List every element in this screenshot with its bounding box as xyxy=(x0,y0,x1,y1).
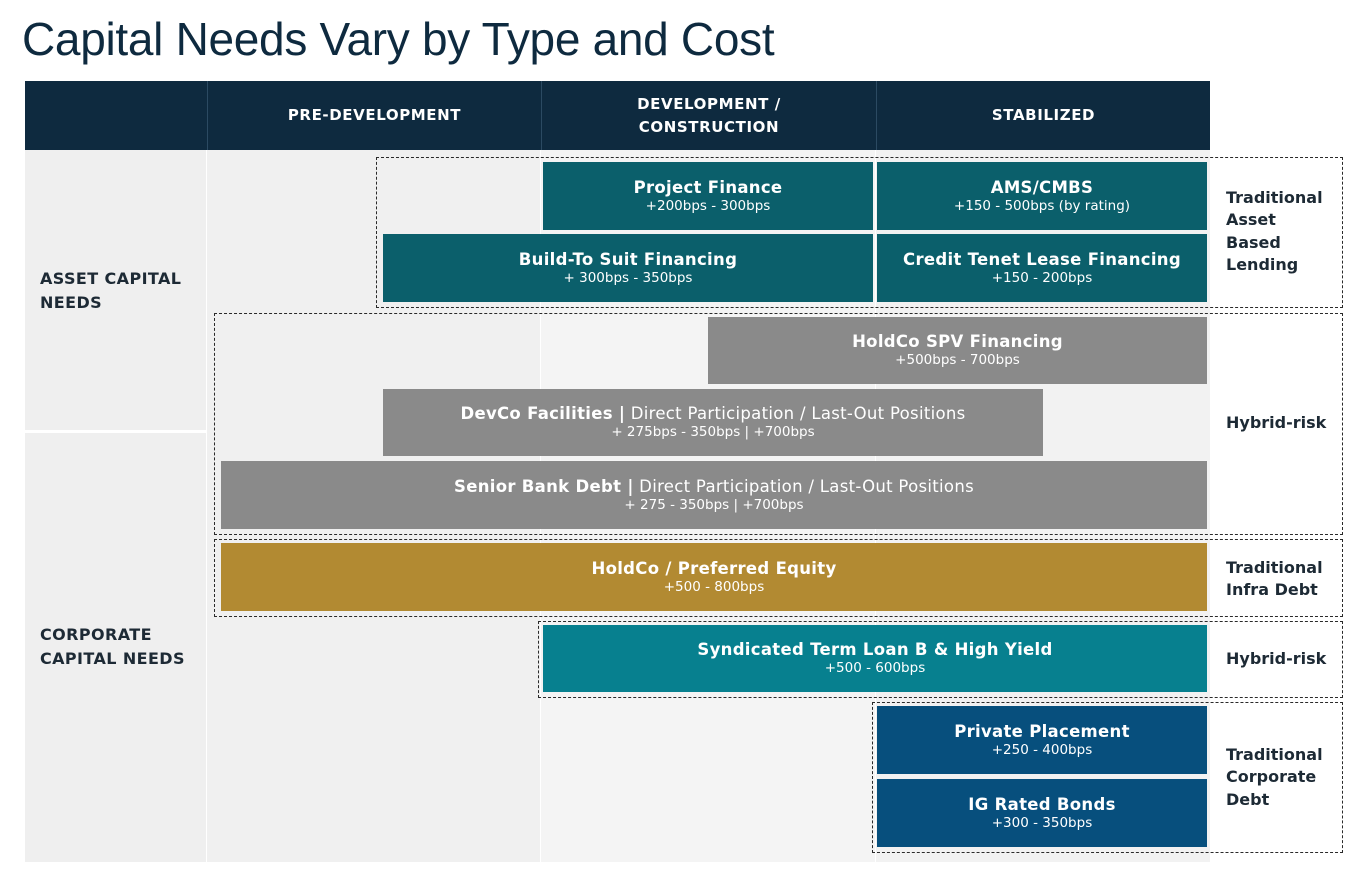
bar-rate: +150 - 500bps (by rating) xyxy=(953,197,1131,214)
bar-rate: +200bps - 300bps xyxy=(645,197,771,214)
group-outline-traditional-asset xyxy=(376,157,1343,308)
bar-title: Build-To Suit Financing xyxy=(518,249,738,269)
bar-project-finance: Project Finance +200bps - 300bps xyxy=(543,162,873,230)
page-title: Capital Needs Vary by Type and Cost xyxy=(22,13,775,65)
group-outline-traditional-corporate xyxy=(872,702,1343,853)
group-outline-hybrid-risk-2 xyxy=(538,621,1343,698)
bar-ams-cmbs: AMS/CMBS +150 - 500bps (by rating) xyxy=(877,162,1207,230)
category-traditional-infra-debt: Traditional Infra Debt xyxy=(1226,558,1323,600)
bar-title: HoldCo SPV Financing xyxy=(852,332,1063,351)
category-traditional-asset-based-lending: Traditional Asset Based Lending xyxy=(1226,188,1323,275)
row-label-asset-capital-needs: ASSET CAPITAL NEEDS xyxy=(40,269,182,312)
bar-credit-tenet-lease: Credit Tenet Lease Financing +150 - 200b… xyxy=(877,234,1207,302)
bar-ig-rated-bonds: IG Rated Bonds +300 - 350bps xyxy=(877,779,1207,847)
bar-rate: + 300bps - 350bps xyxy=(563,269,693,286)
bar-rate: + 275bps - 350bps | +700bps xyxy=(611,424,815,441)
row-label-column-bg xyxy=(25,150,206,862)
bar-title-rest: Direct Participation / Last-Out Position… xyxy=(633,476,974,496)
bar-private-placement: Private Placement +250 - 400bps xyxy=(877,706,1207,774)
bar-title-rest: Direct Participation / Last-Out Position… xyxy=(625,404,966,423)
group-outline-traditional-infra xyxy=(214,539,1343,617)
bar-build-to-suit: Build-To Suit Financing + 300bps - 350bp… xyxy=(383,234,873,302)
bar-devco-facilities: DevCo Facilities | Direct Participation … xyxy=(383,389,1043,456)
bar-rate: +150 - 200bps xyxy=(991,269,1093,286)
column-header-development-construction: DEVELOPMENT / CONSTRUCTION xyxy=(541,81,876,150)
category-hybrid-risk-1: Hybrid-risk xyxy=(1226,413,1327,432)
bar-rate: +500 - 800bps xyxy=(663,578,765,595)
bar-title: AMS/CMBS xyxy=(990,177,1094,197)
bar-title: Private Placement xyxy=(954,721,1130,741)
bar-title: Syndicated Term Loan B & High Yield xyxy=(697,640,1053,659)
bar-title: Credit Tenet Lease Financing xyxy=(903,249,1181,269)
bar-title: DevCo Facilities | xyxy=(460,404,626,423)
column-header-stabilized: STABILIZED xyxy=(876,81,1210,150)
bar-holdco-preferred-equity: HoldCo / Preferred Equity +500 - 800bps xyxy=(221,543,1207,611)
bar-rate: +500 - 600bps xyxy=(824,660,926,677)
bar-title: HoldCo / Preferred Equity xyxy=(591,558,837,578)
row-divider xyxy=(25,430,206,433)
row-label-corporate-capital-needs: CORPORATE CAPITAL NEEDS xyxy=(40,625,185,668)
category-traditional-corporate-debt: Traditional Corporate Debt xyxy=(1226,745,1323,809)
bar-holdco-spv: HoldCo SPV Financing +500bps - 700bps xyxy=(708,317,1207,384)
category-hybrid-risk-2: Hybrid-risk xyxy=(1226,649,1327,668)
bar-rate: +300 - 350bps xyxy=(991,814,1093,831)
header-corner xyxy=(25,81,207,150)
bar-title: Senior Bank Debt | xyxy=(454,476,634,496)
bar-rate: +500bps - 700bps xyxy=(895,352,1020,369)
bar-title: IG Rated Bonds xyxy=(968,794,1116,814)
bar-rate: +250 - 400bps xyxy=(991,741,1093,758)
bar-rate: + 275 - 350bps | +700bps xyxy=(624,496,804,513)
bar-senior-bank-debt: Senior Bank Debt | Direct Participation … xyxy=(221,461,1207,529)
bar-title: Project Finance xyxy=(633,177,783,197)
group-outline-hybrid-risk-1 xyxy=(214,313,1343,535)
bar-syndicated-term-loan: Syndicated Term Loan B & High Yield +500… xyxy=(543,625,1207,692)
column-header-pre-development: PRE-DEVELOPMENT xyxy=(207,81,541,150)
